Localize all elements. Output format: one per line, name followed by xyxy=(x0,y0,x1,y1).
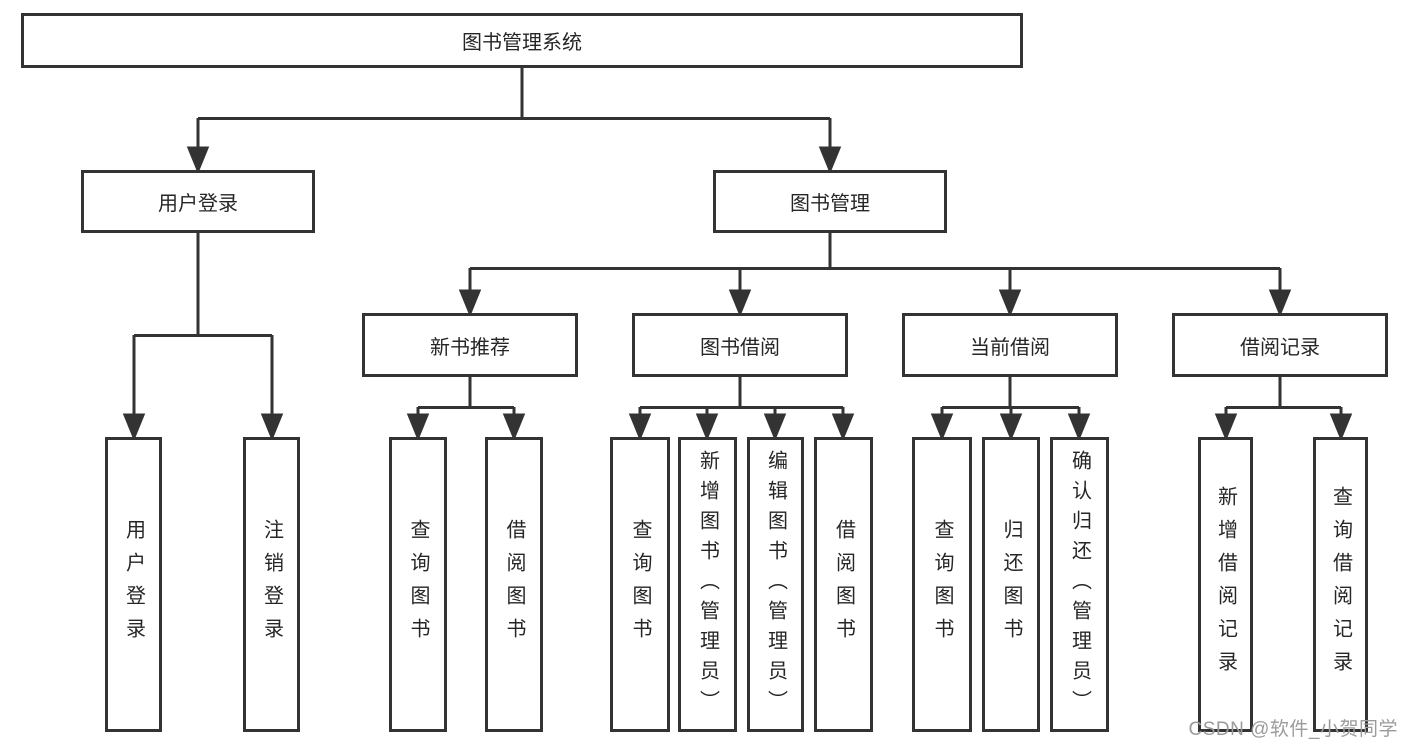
watermark: CSDN @软件_小贺同学 xyxy=(1188,719,1398,740)
edge-book-mgmt-to-level3 xyxy=(458,233,1292,317)
arrowhead xyxy=(998,289,1022,317)
leaf-user-login: 用户登录 xyxy=(105,437,162,732)
node-user-login-label: 用户登录 xyxy=(158,193,238,215)
leaf-confirm-return-admin: 确认归还（管理员） xyxy=(1050,437,1109,732)
arrowhead xyxy=(763,413,787,441)
leaf-borrow-book-label: 借阅图书 xyxy=(832,518,855,651)
leaf-add-book-admin: 新增图书（管理员） xyxy=(678,437,737,732)
leaf-edit-book-admin-label: 编辑图书（管理员） xyxy=(764,449,787,720)
leaf-user-login-label: 用户登录 xyxy=(122,518,145,651)
node-book-borrow: 图书借阅 xyxy=(632,313,848,377)
node-current-borrow: 当前借阅 xyxy=(902,313,1118,377)
arrowhead xyxy=(695,413,719,441)
arrowhead xyxy=(1268,289,1292,317)
arrowhead xyxy=(628,413,652,441)
arrowhead xyxy=(728,289,752,317)
leaf-query-borrow-record: 查询借阅记录 xyxy=(1313,437,1368,732)
leaf-query-book-recommend-label: 查询图书 xyxy=(407,518,429,651)
leaf-borrow-book: 借阅图书 xyxy=(814,437,873,732)
leaf-logout: 注销登录 xyxy=(243,437,300,732)
leaf-query-book-borrow: 查询图书 xyxy=(610,437,670,732)
node-book-borrow-label: 图书借阅 xyxy=(700,336,780,359)
arrowhead xyxy=(831,413,855,441)
node-book-mgmt-label: 图书管理 xyxy=(790,193,870,215)
leaf-return-book-label: 归还图书 xyxy=(1000,518,1022,651)
arrowhead xyxy=(260,413,284,441)
leaf-query-book-current-label: 查询图书 xyxy=(931,518,953,651)
leaf-query-book-current: 查询图书 xyxy=(912,437,972,732)
leaf-return-book: 归还图书 xyxy=(982,437,1040,732)
edge-new-book-to-leaves xyxy=(406,377,526,441)
node-root-label: 图书管理系统 xyxy=(462,32,582,54)
leaf-query-book-recommend: 查询图书 xyxy=(389,437,447,732)
leaf-confirm-return-admin-label: 确认归还（管理员） xyxy=(1068,449,1091,720)
node-new-book-recommend-label: 新书推荐 xyxy=(430,336,510,359)
edge-book-borrow-to-leaves xyxy=(628,377,855,441)
leaf-borrow-book-recommend: 借阅图书 xyxy=(485,437,543,732)
leaf-logout-label: 注销登录 xyxy=(260,518,283,651)
node-new-book-recommend: 新书推荐 xyxy=(362,313,578,377)
arrowhead xyxy=(406,413,430,441)
leaf-add-borrow-record-label: 新增借阅记录 xyxy=(1214,485,1237,684)
edge-user-login-to-leaves xyxy=(122,233,284,441)
node-root: 图书管理系统 xyxy=(21,13,1023,68)
arrowhead xyxy=(818,146,842,174)
arrowhead xyxy=(1214,413,1238,441)
node-user-login: 用户登录 xyxy=(81,170,315,233)
leaf-query-book-borrow-label: 查询图书 xyxy=(629,518,651,651)
leaf-edit-book-admin: 编辑图书（管理员） xyxy=(747,437,804,732)
node-borrow-record-label: 借阅记录 xyxy=(1240,336,1320,359)
arrowhead xyxy=(502,413,526,441)
arrowhead xyxy=(1329,413,1353,441)
leaf-query-borrow-record-label: 查询借阅记录 xyxy=(1329,485,1352,684)
node-book-mgmt: 图书管理 xyxy=(713,170,947,233)
node-current-borrow-label: 当前借阅 xyxy=(970,336,1050,359)
arrowhead xyxy=(1067,413,1091,441)
leaf-add-book-admin-label: 新增图书（管理员） xyxy=(696,449,719,720)
arrowhead xyxy=(122,413,146,441)
arrowhead xyxy=(930,413,954,441)
leaf-borrow-book-recommend-label: 借阅图书 xyxy=(503,518,525,651)
edge-root-to-level2 xyxy=(186,68,842,174)
arrowhead xyxy=(186,146,210,174)
node-borrow-record: 借阅记录 xyxy=(1172,313,1388,377)
leaf-add-borrow-record: 新增借阅记录 xyxy=(1198,437,1253,732)
arrowhead xyxy=(999,413,1023,441)
arrowhead xyxy=(458,289,482,317)
edge-current-borrow-to-leaves xyxy=(930,377,1091,441)
edge-borrow-record-to-leaves xyxy=(1214,377,1353,441)
